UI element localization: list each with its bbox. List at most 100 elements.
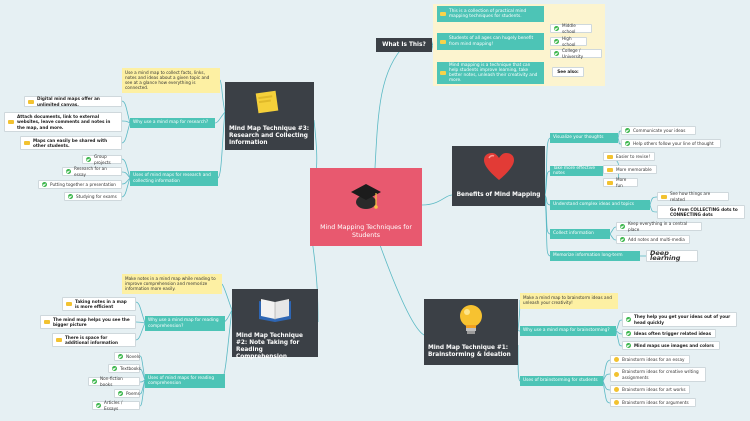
technique-3-why-3[interactable]: Maps can easily be shared with other stu… <box>20 136 122 150</box>
technique-1-why-1[interactable]: They help you get your ideas out of your… <box>622 312 737 327</box>
child-text: More memorable <box>616 166 652 172</box>
benefit-5-child-1[interactable]: Deep learning <box>646 248 698 262</box>
branch-label: Take more effective notes <box>553 165 596 176</box>
benefit-3-child-1[interactable]: See how things are related <box>657 191 729 202</box>
technique-3-note[interactable]: Use a mind map to collect facts, links, … <box>122 68 220 93</box>
technique-3-use-1[interactable]: Group projects <box>82 154 122 165</box>
technique-3-why-1[interactable]: Digital mind maps offer an unlimited can… <box>24 96 122 107</box>
what-item-2-child-2[interactable]: High school <box>550 36 587 47</box>
child-text: Deep learning <box>650 248 681 262</box>
technique-2-use-2[interactable]: Textbooks <box>108 364 141 373</box>
technique-2-node[interactable]: Mind Map Technique #2: Note Taking for R… <box>232 289 318 360</box>
technique-2-note[interactable]: Make notes in a mind map while reading t… <box>122 274 222 294</box>
technique-2-use-3[interactable]: Non-fiction books <box>88 376 140 387</box>
book-icon <box>259 299 291 322</box>
check-icon <box>625 141 630 146</box>
technique-1-uses[interactable]: Uses of brainstorming for students <box>520 376 603 386</box>
thumbs-up-icon <box>66 302 72 306</box>
benefit-branch-4[interactable]: Collect information <box>550 229 610 239</box>
benefit-4-child-1[interactable]: Keep everything in a central place <box>616 221 702 232</box>
child-text: Studying for exams <box>76 193 117 199</box>
technique-1-use-2[interactable]: Brainstorm ideas for creative writing as… <box>610 367 706 382</box>
what-item-2-child-1[interactable]: Middle school <box>550 23 592 34</box>
technique-3-title: Mind Map Technique #3: Research and Coll… <box>229 126 310 146</box>
technique-1-note[interactable]: Make a mind map to brainstorm ideas and … <box>520 293 618 309</box>
technique-2-why-2[interactable]: The mind map helps you see the bigger pi… <box>40 315 136 329</box>
technique-3-use-3[interactable]: Putting together a presentation <box>38 180 122 189</box>
benefit-2-child-3[interactable]: More fun <box>603 177 638 188</box>
check-icon <box>554 26 559 31</box>
child-text: Digital mind maps offer an unlimited can… <box>37 96 100 107</box>
benefits-node[interactable]: Benefits of Mind Mapping <box>452 146 545 206</box>
technique-3-node[interactable]: Mind Map Technique #3: Research and Coll… <box>225 82 314 150</box>
child-text: Textbooks <box>120 365 141 371</box>
check-icon <box>96 403 101 408</box>
graduation-cap-icon <box>351 184 381 209</box>
benefit-branch-2[interactable]: Take more effective notes <box>550 166 603 176</box>
see-also-tag[interactable]: See also: <box>552 67 584 77</box>
technique-1-why[interactable]: Why use a mind map for brainstorming? <box>520 326 616 336</box>
child-text: Keep everything in a central place <box>628 221 688 232</box>
technique-3-why-2[interactable]: Attach documents, link to external websi… <box>4 112 122 132</box>
technique-3-use-2[interactable]: Research for an essay <box>62 166 122 177</box>
technique-3-use-4[interactable]: Studying for exams <box>64 192 122 201</box>
thumbs-up-icon <box>440 12 446 16</box>
what-item-2-child-3[interactable]: College / University <box>550 48 602 59</box>
benefit-2-child-1[interactable]: Easier to revise! <box>603 152 655 161</box>
smiley-icon <box>614 400 619 405</box>
technique-3-why[interactable]: Why use a mind map for research? <box>130 118 215 128</box>
benefit-branch-3[interactable]: Understand complex ideas and topics <box>550 200 650 210</box>
child-text: Brainstorm ideas for creative writing as… <box>622 369 699 380</box>
technique-2-use-4[interactable]: Poems <box>114 389 140 398</box>
light-bulb-icon <box>460 305 482 334</box>
technique-3-uses[interactable]: Uses of mind maps for research and colle… <box>130 171 218 186</box>
technique-2-why-1[interactable]: Taking notes in a map is more efficient <box>62 297 136 311</box>
heart-icon <box>484 153 514 180</box>
technique-1-why-2[interactable]: Ideas often trigger related ideas <box>622 329 716 338</box>
check-icon <box>68 194 73 199</box>
benefit-3-child-2[interactable]: Go from COLLECTING dots to CONNECTING do… <box>657 205 745 219</box>
technique-2-uses[interactable]: Uses of mind maps for reading comprehens… <box>145 374 225 388</box>
branch-label: Why use a mind map for reading comprehen… <box>148 318 219 329</box>
thumbs-up-icon <box>56 338 62 342</box>
child-text: Communicate your ideas <box>633 127 686 133</box>
technique-1-use-3[interactable]: Brainstorm ideas for art works <box>610 385 690 394</box>
technique-1-node[interactable]: Mind Map Technique #1: Brainstorming & I… <box>424 299 518 365</box>
check-icon <box>626 331 631 336</box>
check-icon <box>86 157 91 162</box>
benefit-branch-5[interactable]: Memorize information long-term <box>550 251 640 261</box>
technique-2-use-5[interactable]: Articles / Essays <box>92 400 140 411</box>
benefit-branch-1[interactable]: Visualize your thoughts <box>550 133 618 143</box>
technique-2-why[interactable]: Why use a mind map for reading comprehen… <box>145 316 225 331</box>
thumbs-up-icon <box>440 39 446 44</box>
technique-2-use-1[interactable]: Novels <box>114 352 140 361</box>
what-item-3[interactable]: Mind mapping is a technique that can hel… <box>437 62 544 84</box>
child-text: Group projects <box>94 154 111 165</box>
benefit-4-child-2[interactable]: Add notes and multi-media <box>616 235 690 244</box>
benefit-1-child-2[interactable]: Help others follow your line of thought <box>621 139 721 148</box>
child-text: Help others follow your line of thought <box>633 140 714 146</box>
what-item-2[interactable]: Students of all ages can hugely benefit … <box>437 33 544 50</box>
technique-1-use-1[interactable]: Brainstorm ideas for an essay <box>610 355 690 364</box>
what-is-this-node[interactable]: What Is This? <box>376 38 432 52</box>
thumbs-up-icon <box>607 167 613 172</box>
what-item-1[interactable]: This is a collection of practical mind m… <box>437 6 544 22</box>
smiley-icon <box>614 372 619 377</box>
technique-2-why-3[interactable]: There is space for additional informatio… <box>52 333 136 347</box>
check-icon <box>554 51 559 56</box>
child-text: Brainstorm ideas for an essay <box>622 356 685 362</box>
smiley-icon <box>614 357 619 362</box>
benefit-2-child-2[interactable]: More memorable <box>603 165 657 174</box>
central-topic[interactable]: Mind Mapping Techniques for Students <box>310 168 422 246</box>
technique-1-why-3[interactable]: Mind maps use images and colors <box>622 341 720 350</box>
what-is-this-title: What Is This? <box>382 42 426 48</box>
child-text: They help you get your ideas out of your… <box>634 314 731 325</box>
benefit-1-child-1[interactable]: Communicate your ideas <box>621 126 696 135</box>
what-item-3-text: Mind mapping is a technique that can hel… <box>449 62 538 84</box>
child-text: Non-fiction books <box>100 376 123 387</box>
thumbs-up-icon <box>661 194 667 199</box>
technique-1-use-4[interactable]: Brainstorm ideas for arguments <box>610 398 696 407</box>
note-text: Make notes in a mind map while reading t… <box>125 276 216 292</box>
thumbs-up-icon <box>440 71 446 75</box>
branch-label: Why use a mind map for research? <box>133 120 209 126</box>
